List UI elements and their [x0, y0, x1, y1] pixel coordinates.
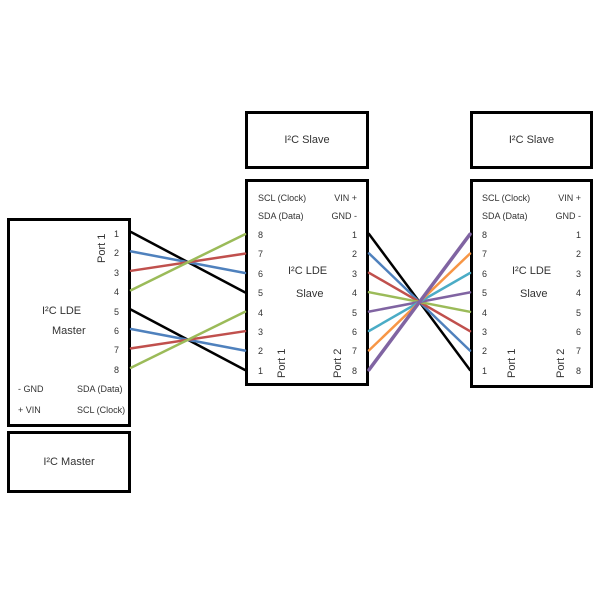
slave2-port1-pin-8: 8 — [482, 230, 488, 240]
slave2-port2-pin-2: 2 — [575, 249, 581, 260]
master-title: I²C Master — [43, 456, 95, 468]
slave2-name-1: I²C LDE — [512, 265, 552, 277]
slave1-scl: SCL (Clock) — [258, 193, 307, 203]
slave2-name-2: Slave — [520, 288, 548, 300]
slave1-port1-pin-6: 6 — [258, 268, 264, 279]
slave1-port1-pin-8: 8 — [258, 230, 264, 240]
slave1-port1-pin-3: 3 — [258, 327, 264, 337]
slave2-sda: SDA (Data) — [482, 211, 528, 221]
slave1-port2-pin-1: 1 — [351, 230, 357, 240]
slave1-port1-pin-7: 7 — [258, 249, 264, 260]
slave1-port2-pin-6: 6 — [351, 327, 357, 337]
slave1-port2-pin-2: 2 — [351, 249, 357, 260]
wire-master-8-to-slave1-4 — [129, 310, 247, 370]
master-pin-5: 5 — [113, 306, 119, 317]
slave1-port2-pin-7: 7 — [351, 346, 357, 357]
slave2-port2-pin-4: 4 — [575, 288, 581, 299]
slave1-vin: VIN + — [334, 193, 357, 203]
slave2-port1-pin-5: 5 — [482, 288, 488, 299]
slave2-port2-pin-8: 8 — [575, 365, 581, 376]
slave1-device: SCL (Clock) VIN + SDA (Data) GND - I²C L… — [245, 179, 369, 386]
master-name-1: I²C LDE — [42, 305, 82, 317]
master-pin-7: 7 — [113, 345, 119, 356]
master-pin-8: 8 — [113, 364, 119, 375]
master-vin: + VIN — [18, 405, 41, 415]
master-name-2: Master — [52, 325, 86, 337]
slave2-port2-pin-1: 1 — [575, 230, 581, 240]
master-pin-4: 4 — [113, 287, 119, 298]
slave1-port2-pin-3: 3 — [351, 268, 357, 279]
slave1-title-box: I²C Slave — [245, 111, 369, 169]
slave2-scl: SCL (Clock) — [482, 193, 531, 203]
slave1-port2-pin-8: 8 — [351, 365, 357, 376]
wire-master-4-to-slave1-8 — [129, 232, 247, 292]
slave2-port2-pin-3: 3 — [575, 268, 581, 279]
master-pin-6: 6 — [113, 326, 119, 336]
slave1-port1-pin-4: 4 — [258, 307, 264, 318]
master-gnd: - GND — [18, 384, 44, 394]
slave1-port2-pin-5: 5 — [351, 307, 357, 318]
slave2-port2-pin-6: 6 — [575, 327, 581, 337]
slave2-port1-pin-3: 3 — [482, 327, 488, 337]
slave2-title: I²C Slave — [508, 134, 555, 146]
master-pin-1: 1 — [113, 229, 119, 239]
slave1-port1-pin-5: 5 — [258, 288, 264, 299]
slave1-gnd: GND - — [331, 211, 358, 221]
slave2-port1-pin-2: 2 — [482, 346, 488, 357]
slave1-port1-pin-1: 1 — [258, 365, 264, 376]
slave2-device: SCL (Clock) VIN + SDA (Data) GND - I²C L… — [470, 179, 593, 388]
slave2-port1-pin-4: 4 — [482, 307, 488, 318]
slave2-title-box: I²C Slave — [470, 111, 593, 169]
master-title-box: I²C Master — [7, 431, 131, 493]
slave1-title: I²C Slave — [284, 134, 330, 146]
slave2-port1-pin-1: 1 — [482, 365, 488, 376]
slave2-port1-pin-7: 7 — [482, 249, 488, 260]
slave1-name-1: I²C LDE — [288, 265, 328, 277]
slave1-name-2: Slave — [296, 288, 324, 300]
master-scl: SCL (Clock) — [77, 405, 126, 415]
slave2-port2-pin-7: 7 — [575, 346, 581, 357]
wire-slave1-8-to-slave2-8 — [367, 232, 472, 372]
slave2-vin: VIN + — [558, 193, 581, 203]
master-sda: SDA (Data) — [77, 384, 123, 394]
slave1-port2-pin-4: 4 — [351, 288, 357, 299]
master-pin-3: 3 — [113, 267, 119, 278]
slave2-gnd: GND - — [555, 211, 582, 221]
master-pin-2: 2 — [113, 248, 119, 259]
slave1-sda: SDA (Data) — [258, 211, 304, 221]
slave2-port1-pin-6: 6 — [482, 268, 488, 279]
slave2-port2-pin-5: 5 — [575, 307, 581, 318]
slave1-port1-pin-2: 2 — [258, 346, 264, 357]
